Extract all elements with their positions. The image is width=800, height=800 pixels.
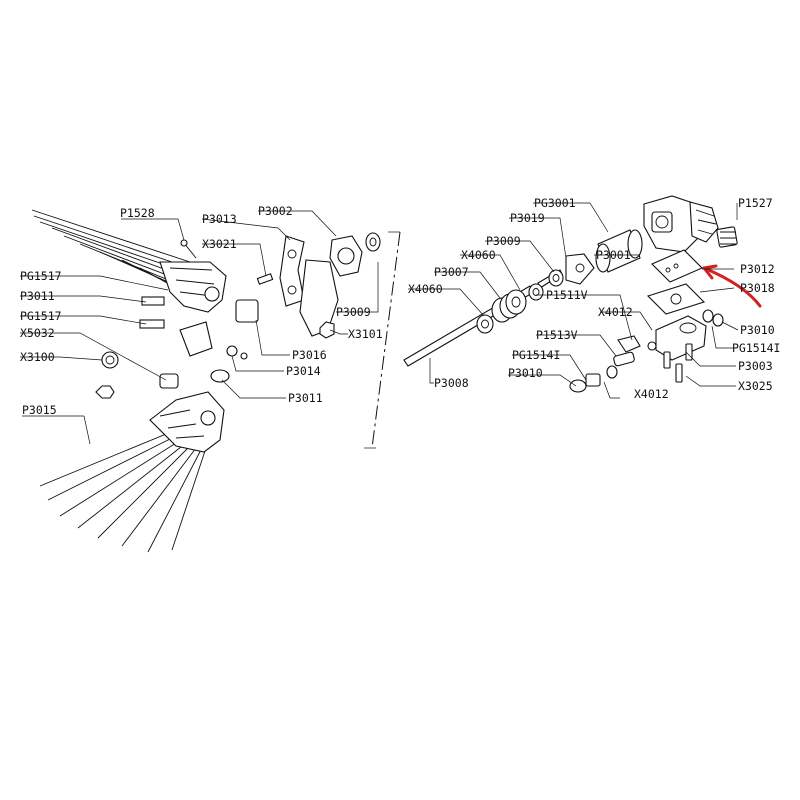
part-labels: P1528 P3013 P3002 X3021 PG1517 P3011 PG1… bbox=[20, 196, 780, 417]
label-pg1514i-a: PG1514I bbox=[512, 348, 560, 362]
label-p3015: P3015 bbox=[22, 403, 57, 417]
label-p3002: P3002 bbox=[258, 204, 293, 218]
axis-line bbox=[364, 231, 401, 449]
label-x3101: X3101 bbox=[348, 327, 383, 341]
small-right-parts bbox=[569, 335, 657, 393]
label-p3012: P3012 bbox=[740, 262, 775, 276]
label-p3013: P3013 bbox=[202, 212, 237, 226]
housing-p3001 bbox=[643, 195, 738, 253]
label-x4060-b: X4060 bbox=[408, 282, 443, 296]
label-p3018: P3018 bbox=[740, 281, 775, 295]
lower-head bbox=[149, 391, 225, 453]
label-x3100: X3100 bbox=[20, 350, 55, 364]
block-p3003 bbox=[655, 309, 724, 361]
label-x3021: X3021 bbox=[202, 237, 237, 251]
red-arrow-annotation bbox=[702, 264, 762, 308]
label-x4012-a: X4012 bbox=[598, 305, 633, 319]
label-p1527: P1527 bbox=[738, 196, 773, 210]
leader-lines bbox=[20, 202, 739, 445]
label-p3019: P3019 bbox=[510, 211, 545, 225]
label-p3010-b: P3010 bbox=[740, 323, 775, 337]
plate-p3002 bbox=[299, 232, 381, 339]
shaft-parts bbox=[476, 253, 595, 334]
label-p3014: P3014 bbox=[286, 364, 321, 378]
label-p3003: P3003 bbox=[738, 359, 773, 373]
label-x4060-a: X4060 bbox=[461, 248, 496, 262]
cylinder-pg3001 bbox=[595, 229, 643, 273]
bracket-p3013 bbox=[279, 235, 305, 307]
label-p3016: P3016 bbox=[292, 348, 327, 362]
upper-head bbox=[159, 261, 227, 313]
label-p3010-a: P3010 bbox=[508, 366, 543, 380]
label-x3025: X3025 bbox=[738, 379, 773, 393]
label-pg3001: PG3001 bbox=[534, 196, 576, 210]
label-p3009-b: P3009 bbox=[486, 234, 521, 248]
label-pg1517-b: PG1517 bbox=[20, 309, 62, 323]
label-x4012-b: X4012 bbox=[634, 387, 669, 401]
label-p3011-b: P3011 bbox=[288, 391, 323, 405]
label-p3001: P3001 bbox=[596, 248, 631, 262]
label-p3011-a: P3011 bbox=[20, 289, 55, 303]
label-p1528: P1528 bbox=[120, 206, 155, 220]
label-x5032: X5032 bbox=[20, 326, 55, 340]
upper-tines bbox=[31, 209, 206, 305]
label-p3009-a: P3009 bbox=[336, 305, 371, 319]
label-p1513v: P1513V bbox=[536, 328, 578, 342]
label-p3007: P3007 bbox=[434, 265, 469, 279]
screws-x3025 bbox=[663, 343, 693, 383]
label-p1511v: P1511V bbox=[546, 288, 588, 302]
label-pg1514i-b: PG1514I bbox=[732, 341, 780, 355]
plates-p3012-p3018 bbox=[646, 249, 706, 315]
label-pg1517-a: PG1517 bbox=[20, 269, 62, 283]
label-p3008: P3008 bbox=[434, 376, 469, 390]
